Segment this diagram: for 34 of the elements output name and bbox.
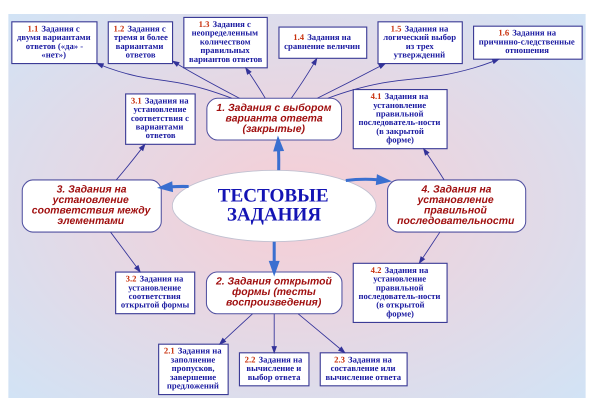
node-box: 4. Задания на установление правильной последовательности (387, 178, 526, 232)
arrow (346, 174, 392, 185)
node-box: 1.5 Задания на логический выбор из трех утверждений (377, 20, 463, 64)
node-box: 3. Задания на установление соответствия между элементами (22, 178, 162, 232)
node-box: 1. Задания с выбором варианта ответа (закрытые) (206, 97, 342, 140)
arrow (327, 58, 500, 98)
arrow (116, 142, 146, 180)
node-box: 3.1 Задания на установление соответствия с вариантами ответов (125, 92, 196, 144)
arrow (317, 62, 386, 98)
node-box: 1.2 Задания с тремя и более вариантами ответов (108, 20, 174, 64)
arrow (96, 62, 232, 98)
arrow (418, 231, 440, 264)
arrow (271, 312, 277, 354)
node-box: 2.2 Задания на вычисление и выбор ответа (238, 352, 310, 386)
arrow (110, 231, 141, 272)
arrow (218, 312, 253, 345)
node-box: 1.1 Задания с двумя вариантами ответов («да» - «нет») (11, 20, 98, 64)
node-box: 2.1 Задания на заполнение пропусков, завершение предложений (158, 343, 229, 395)
node-box: 2.3 Задания на составление или вычисление ответа (320, 352, 408, 386)
arrow (291, 57, 318, 98)
node-box: 1.4 Задания на сравнение величин (278, 26, 368, 58)
node-box: 3.2 Задания на установление соответствия открытой формы (115, 270, 196, 314)
node-box: 4.2 Задания на установление правильной последователь-ности (в открытой форме) (352, 262, 448, 322)
arrow (268, 241, 280, 276)
arrow (298, 312, 346, 353)
node-box: 2. Задания открытой формы (тесты воспроизведения) (206, 271, 342, 314)
node-box: 1.3 Задания с неопределенным количеством правильных вариантов ответов (183, 16, 268, 68)
arrow (172, 60, 240, 98)
arrow (245, 66, 266, 98)
arrow (422, 147, 444, 180)
node-box: 4.1 Задания на установление правильной последователь-ности (в закрытой форме) (352, 88, 448, 149)
node-box: 1.6 Задания на причинно-следственные отношения (473, 25, 583, 60)
arrow (157, 180, 189, 192)
arrow (273, 135, 284, 170)
